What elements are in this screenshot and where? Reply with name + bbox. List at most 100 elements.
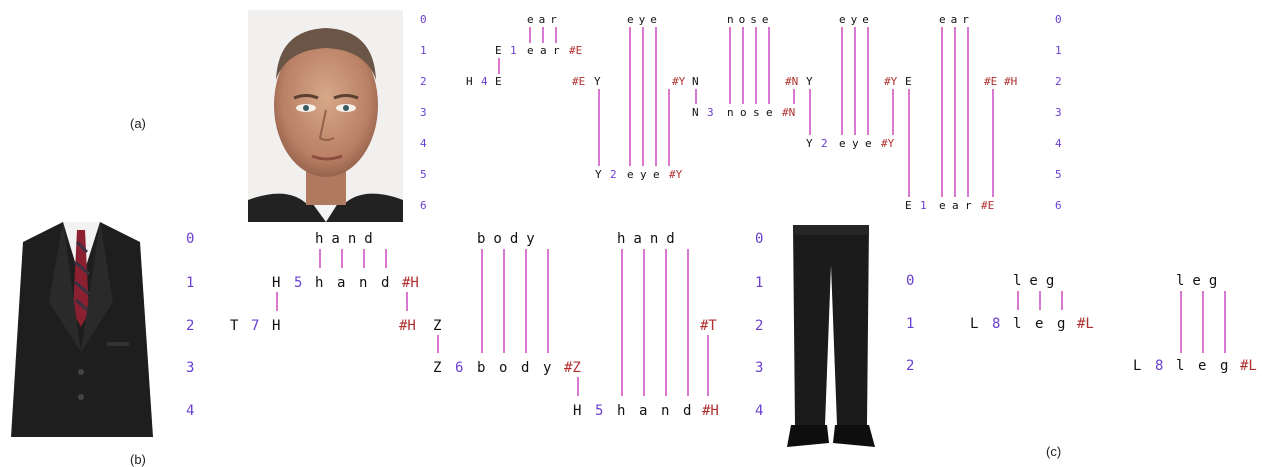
panel-a-row4-sequence: Y 2 e y e #Y — [806, 137, 895, 150]
row-number: 0 — [755, 231, 763, 247]
row-number: 4 — [420, 137, 427, 150]
seq-token: 2 — [610, 168, 617, 181]
seq-token: H — [272, 275, 280, 291]
panel-b-row1-sequence: H 5 h a n d #H — [272, 275, 419, 291]
seq-token: e — [839, 137, 846, 150]
seq-token: #H — [702, 403, 719, 419]
seq-token: #E — [569, 44, 582, 57]
panel-c-connectors — [1018, 291, 1225, 353]
panel-a-row6-sequence: E 1 e a r #E — [905, 199, 994, 212]
row-number: 2 — [1055, 75, 1062, 88]
top-word-ear: ear — [527, 13, 562, 26]
seq-token: H — [573, 403, 581, 419]
top-word-hand: hand — [617, 231, 683, 247]
seq-token: H — [272, 318, 280, 334]
row-number: 3 — [420, 106, 427, 119]
row-number: 2 — [755, 318, 763, 334]
top-word-nose: nose — [727, 13, 774, 26]
seq-token: a — [540, 44, 547, 57]
seq-token: #E — [981, 199, 994, 212]
row-number: 0 — [186, 231, 194, 247]
row-number: 3 — [1055, 106, 1062, 119]
panel-a-row2-sequence: H 4 E #E Y #Y N #N Y #Y E #E #H — [466, 75, 1017, 88]
seq-token: #T — [700, 318, 717, 334]
seq-token: Y — [595, 168, 602, 181]
seq-token: #N — [782, 106, 795, 119]
seq-token: l — [1013, 316, 1021, 332]
seq-token: #L — [1077, 316, 1094, 332]
row-number: 5 — [1055, 168, 1062, 181]
seq-token: #H — [402, 275, 419, 291]
seq-token: #H — [399, 318, 416, 334]
panel-b-top-words: hand body hand — [315, 231, 683, 247]
panel-a-row3-sequence: N 3 n o s e #N — [692, 106, 795, 119]
seq-token: n — [727, 106, 734, 119]
panel-b-row-numbers-right: 0 1 2 3 4 — [755, 231, 763, 419]
seq-token: #N — [785, 75, 798, 88]
seq-token: e — [766, 106, 773, 119]
panel-c-diagram: 0 1 2 leg leg L 8 l e g #L L 8 — [906, 273, 1257, 374]
panel-a-row1-sequence: E 1 e a r #E — [495, 44, 582, 57]
seq-token: #Y — [669, 168, 683, 181]
panel-b-connectors — [277, 249, 708, 396]
top-word-hand: hand — [315, 231, 381, 247]
seq-token: 6 — [455, 360, 463, 376]
seq-token: E — [495, 75, 502, 88]
row-number: 4 — [1055, 137, 1062, 150]
panel-a-top-words: ear eye nose eye ear — [527, 13, 974, 26]
seq-token: e — [627, 168, 634, 181]
seq-token: N — [692, 106, 699, 119]
seq-token: Z — [433, 360, 441, 376]
seq-token: d — [683, 403, 691, 419]
seq-token: 8 — [1155, 358, 1163, 374]
seq-token: b — [477, 360, 485, 376]
seq-token: a — [337, 275, 345, 291]
row-number: 4 — [755, 403, 763, 419]
row-number: 1 — [755, 275, 763, 291]
seq-token: e — [939, 199, 946, 212]
seq-token: 3 — [707, 106, 714, 119]
row-number: 3 — [186, 360, 194, 376]
panel-b-row4-sequence: H 5 h a n d #H — [573, 403, 719, 419]
seq-token: e — [1198, 358, 1206, 374]
seq-token: l — [1176, 358, 1184, 374]
top-word-eye: eye — [627, 13, 662, 26]
seq-token: #Y — [672, 75, 686, 88]
seq-token: #E — [984, 75, 997, 88]
seq-token: y — [852, 137, 859, 150]
seq-token: 5 — [595, 403, 603, 419]
panel-b-row3-sequence: Z 6 b o d y #Z — [433, 360, 581, 376]
row-number: 2 — [420, 75, 427, 88]
seq-token: #H — [1004, 75, 1017, 88]
seq-token: 1 — [920, 199, 927, 212]
row-number: 0 — [906, 273, 914, 289]
panel-c-row1-sequence: L 8 l e g #L — [970, 316, 1094, 332]
seq-token: r — [965, 199, 972, 212]
seq-token: E — [905, 199, 912, 212]
seq-token: d — [381, 275, 389, 291]
seq-token: r — [553, 44, 560, 57]
seq-token: E — [905, 75, 912, 88]
seq-token: g — [1057, 316, 1065, 332]
seq-token: n — [661, 403, 669, 419]
seq-token: e — [527, 44, 534, 57]
panel-a-diagram: 0 1 2 3 4 5 6 0 1 2 3 4 5 6 — [420, 13, 1062, 212]
seq-token: h — [315, 275, 323, 291]
row-number: 2 — [186, 318, 194, 334]
seq-token: L — [970, 316, 978, 332]
seq-token: H — [466, 75, 473, 88]
seq-token: y — [640, 168, 647, 181]
row-number: 6 — [420, 199, 427, 212]
seq-token: h — [617, 403, 625, 419]
seq-token: e — [865, 137, 872, 150]
seq-token: #E — [572, 75, 585, 88]
top-word-body: body — [477, 231, 543, 247]
seq-token: E — [495, 44, 502, 57]
seq-token: y — [543, 360, 551, 376]
seq-token: Y — [806, 137, 813, 150]
seq-token: #Y — [881, 137, 895, 150]
seq-token: Y — [594, 75, 601, 88]
row-number: 5 — [420, 168, 427, 181]
seq-token: 7 — [251, 318, 259, 334]
seq-token: L — [1133, 358, 1141, 374]
